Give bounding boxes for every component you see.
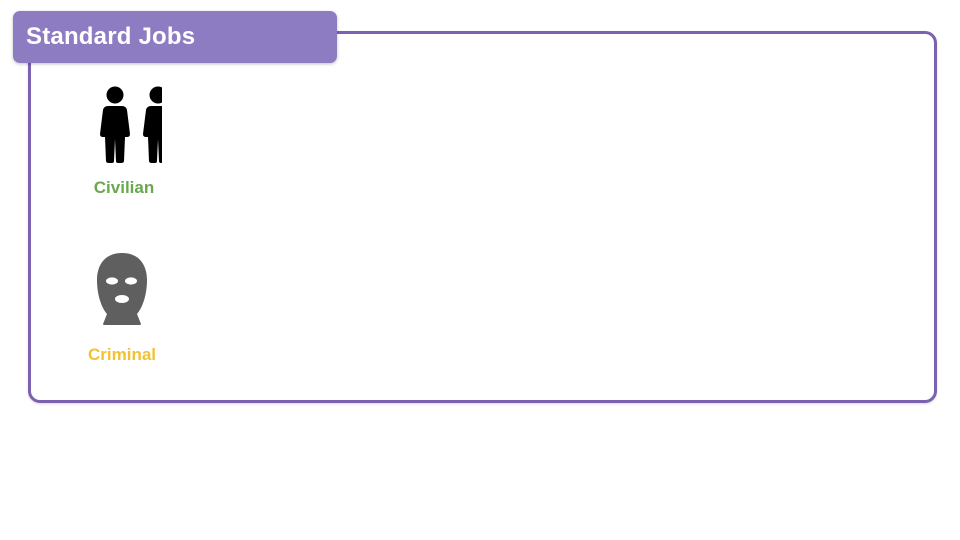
panel-title: Standard Jobs [26, 23, 196, 50]
jobs-panel [28, 31, 937, 403]
job-civilian-label: Civilian [93, 178, 155, 197]
panel-header-tab: Standard Jobs [13, 11, 337, 63]
people-icon [86, 86, 162, 164]
job-criminal-label: Criminal [87, 345, 157, 364]
balaclava-mask-icon [93, 252, 151, 326]
job-civilian[interactable]: Civilian [74, 86, 174, 198]
job-criminal[interactable]: Criminal [72, 252, 172, 365]
